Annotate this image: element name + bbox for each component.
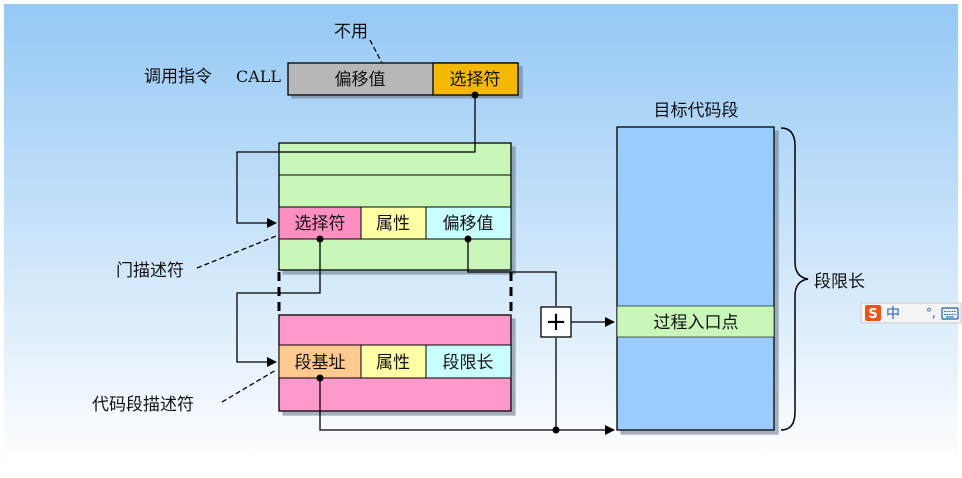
selector-to-gate-line [236,95,476,228]
ime-logo-text: S [868,307,877,322]
base-branch-dot [552,426,560,434]
gate-selector-dot [316,235,324,243]
gate-offset-field: 偏移值 [443,214,494,234]
target-segment-box [616,126,775,431]
call-offset-field: 偏移值 [335,70,386,90]
call-selector-dot [471,91,479,99]
code-descriptor-label: 代码段描述符 [92,395,194,415]
gate-attribute-cell [360,206,427,240]
target-segment-title: 目标代码段 [654,101,739,121]
gate-offset-cell [425,206,512,240]
gate-attribute-field: 属性 [376,214,410,234]
call-instruction-box [287,62,519,96]
code-leader-line [221,369,277,403]
call-instruction-label: 调用指令 [144,67,212,87]
entry-point-band [616,305,775,338]
ime-toolbar[interactable]: S 中 °, [860,302,962,324]
unused-leader-line [369,39,383,64]
code-limit-field: 段限长 [443,353,494,373]
code-base-field: 段基址 [295,353,346,373]
gate-descriptor-label: 门描述符 [116,261,184,281]
punctuation-icon[interactable]: °, [926,306,936,320]
call-mnemonic: CALL [236,67,281,86]
ime-mode-text[interactable]: 中 [886,306,900,322]
gate-offset-to-adder-line [467,239,557,306]
segment-limit-label: 段限长 [814,272,865,292]
gate-selector-field: 选择符 [295,214,346,234]
entry-point-label: 过程入口点 [654,313,739,333]
segment-limit-brace [780,127,809,431]
code-attribute-cell [360,344,427,379]
keyboard-icon[interactable] [941,307,959,320]
code-base-to-segment-line [319,378,615,435]
call-selector-field: 选择符 [450,70,501,90]
adder-symbol: + [545,307,567,337]
gate-leader-line [196,235,277,269]
unused-note: 不用 [334,22,368,42]
code-limit-cell [425,344,512,379]
code-attribute-field: 属性 [376,353,410,373]
gate-offset-dot [464,235,472,243]
code-base-dot [316,374,324,382]
gate-selector-to-code-line [236,239,321,367]
sogou-logo-icon[interactable] [865,305,881,321]
